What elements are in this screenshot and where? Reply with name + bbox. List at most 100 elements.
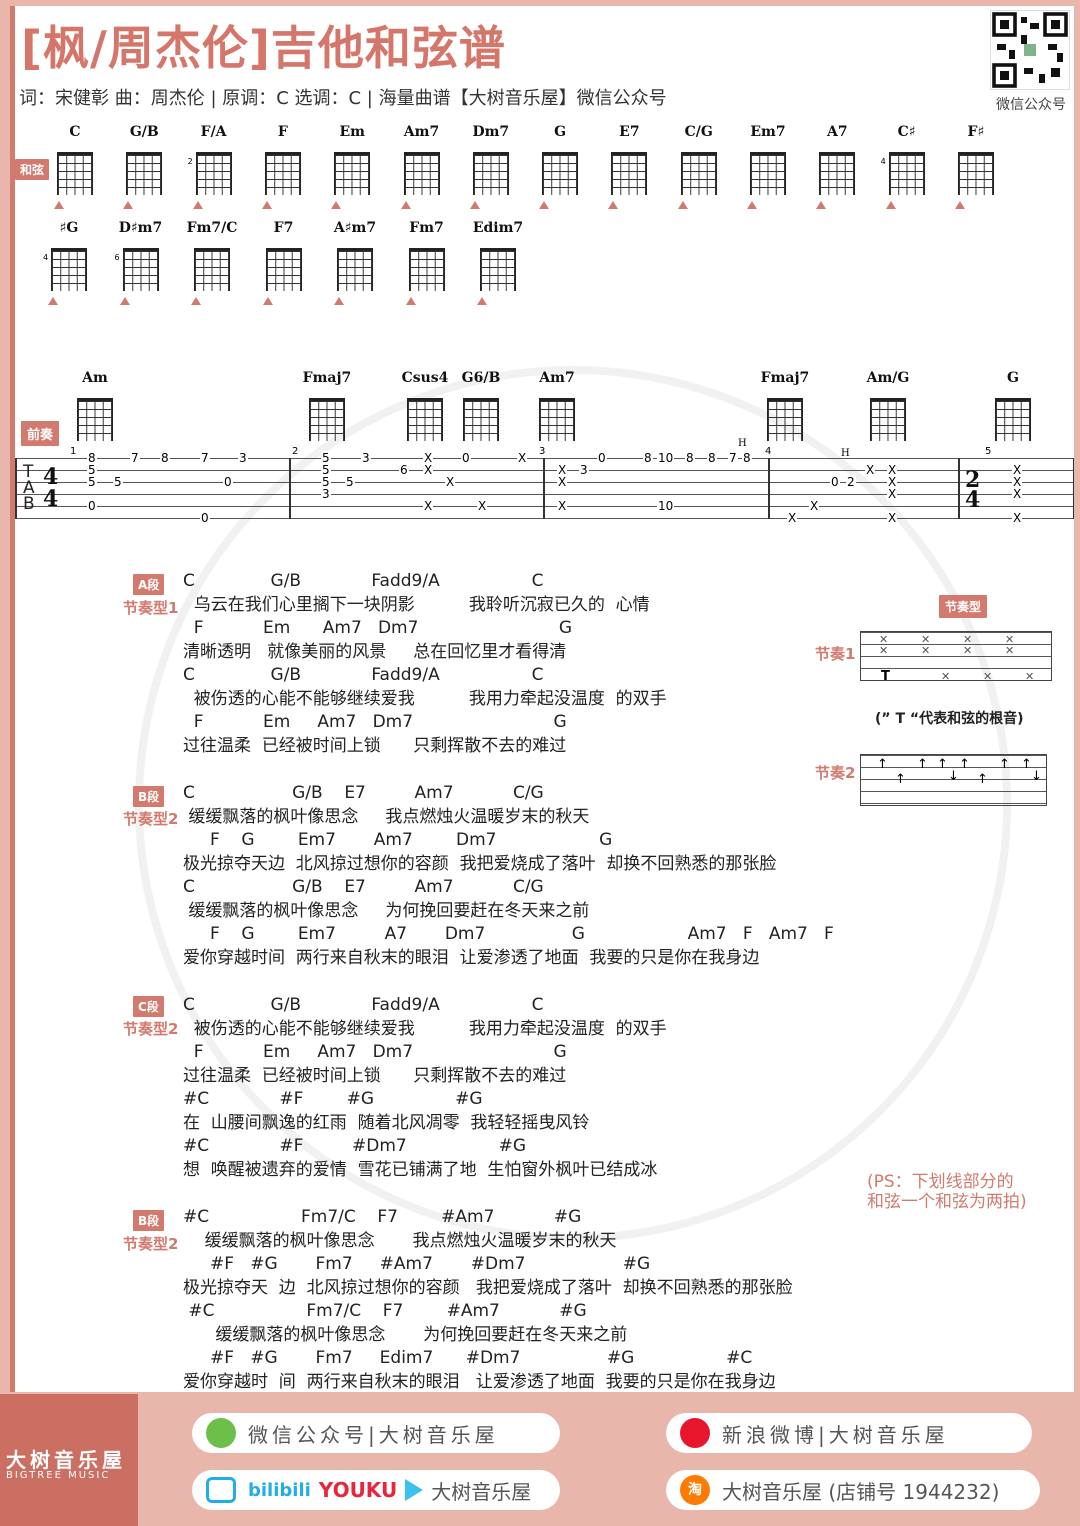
chord-diagram: Fm7/C — [182, 220, 242, 305]
taobao-pill[interactable]: 淘 大树音乐屋 (店铺号 1944232) — [666, 1470, 1040, 1510]
chord-name: Am7 — [403, 124, 440, 140]
root-marker-icon — [262, 297, 273, 305]
fretboard-grid — [539, 398, 575, 441]
tab-note: 5 — [87, 463, 97, 477]
tab-note: 5 — [113, 475, 123, 489]
lyric-line: 想 唤醒被遗弃的爱情 雪花已铺满了地 生怕窗外枫叶已结成冰 — [183, 1159, 658, 1180]
fretboard-grid — [954, 152, 994, 209]
chord-line: #F #G Fm7 #Am7 #Dm7 #G — [183, 1254, 651, 1274]
fretboard-grid: 4 — [43, 248, 87, 305]
wechat-pill[interactable]: 微信公众号|大树音乐屋 — [192, 1413, 560, 1453]
chord-name: Fmaj7 — [302, 370, 352, 386]
root-marker-icon — [747, 201, 757, 209]
fretboard-grid — [309, 398, 345, 441]
root-marker-icon — [677, 201, 688, 209]
tencent-video-icon — [405, 1479, 424, 1501]
fretboard-grid — [767, 398, 803, 441]
fretboard-grid — [331, 152, 371, 209]
root-marker-icon — [539, 201, 550, 209]
chord-name: G — [554, 124, 567, 140]
tab-note: 3 — [238, 451, 248, 465]
chord-name: F♯ — [967, 124, 985, 140]
chord-name: A♯m7 — [333, 220, 377, 236]
page-title: [枫/周杰伦]吉他和弦谱 — [21, 21, 506, 75]
fretboard-grid — [469, 152, 509, 209]
lyric-line: 缓缓飘落的枫叶像思念 为何挽回要赶在冬天来之前 — [183, 900, 590, 921]
section-b2-tag: B段 — [133, 1210, 165, 1231]
youku-label: YOUKU — [318, 1478, 398, 1502]
ps-note: (PS：下划线部分的 和弦一个和弦为两拍) — [867, 1172, 1027, 1212]
chord-name: Fm7/C — [186, 220, 238, 236]
chord-diagram: A♯m7 — [325, 220, 385, 305]
chord-line: F Em Am7 Dm7 G — [183, 618, 573, 638]
root-marker-icon — [123, 201, 134, 209]
chord-line: F Em Am7 Dm7 G — [183, 712, 567, 732]
tab-note: 0 — [461, 451, 471, 465]
lyric-line: 爱你穿越时 间 两行来自秋末的眼泪 让爱渗透了地面 我要的只是你在我身边 — [183, 1371, 776, 1392]
chord-line: C G/B Fadd9/A C — [183, 571, 544, 591]
root-marker-icon — [331, 201, 342, 209]
tab-note: X — [557, 463, 568, 477]
lyric-line: 缓缓飘落的枫叶像思念 我点燃烛火温暖岁末的秋天 — [183, 806, 590, 827]
tab-note: 5 — [321, 475, 331, 489]
chord-diagram: Em7 — [738, 124, 798, 209]
section-b1-rhythm: 节奏型2 — [123, 810, 179, 828]
tab-note: 7 — [200, 451, 210, 465]
tab-note: X — [887, 475, 898, 489]
rhythm-pattern-1-note: (” T “代表和弦的根音) — [875, 711, 1024, 727]
qr-code[interactable] — [990, 10, 1070, 90]
chord-name: Fmaj7 — [760, 370, 810, 386]
section-a-tag: A段 — [133, 574, 165, 595]
tab-note: 3 — [579, 463, 589, 477]
fretboard-grid — [262, 248, 302, 305]
tab-note: 2 — [846, 475, 856, 489]
tab-note: 8 — [685, 451, 695, 465]
section-b2-lyrics: #C Fm7/C F7 #Am7 #G 缓缓飘落的枫叶像思念 我点燃烛火温暖岁末… — [183, 1206, 793, 1392]
chord-line: #C #F #G #G — [183, 1089, 483, 1109]
chord-diagram: A7 — [807, 124, 867, 209]
rhythm-patterns-tag: 节奏型 — [939, 595, 988, 618]
fretboard-grid — [870, 398, 906, 441]
chord-line: #C Fm7/C F7 #Am7 #G — [183, 1207, 582, 1227]
root-marker-icon — [469, 201, 480, 209]
root-marker-icon — [261, 201, 272, 209]
rhythm-pattern-1-diagram: ✕✕ ✕✕ ✕✕ ✕✕ T ✕ ✕ ✕ — [860, 631, 1052, 684]
chord-name: G/B — [129, 124, 159, 140]
tab-note: 0 — [597, 451, 607, 465]
taobao-icon: 淘 — [680, 1475, 710, 1505]
chord-name: Edim7 — [472, 220, 524, 236]
hammer-on-mark: H — [738, 438, 747, 449]
lyric-line: 爱你穿越时间 两行来自秋末的眼泪 让爱渗透了地面 我要的只是你在我身边 — [183, 947, 760, 968]
chords-tag: 和弦 — [15, 159, 50, 180]
chord-line: #C Fm7/C F7 #Am7 #G — [183, 1301, 587, 1321]
rhythm-pattern-2-label: 节奏2 — [815, 764, 856, 782]
chord-name: F7 — [273, 220, 294, 236]
weibo-pill[interactable]: 新浪微博|大树音乐屋 — [666, 1413, 1032, 1453]
lyric-line: 过往温柔 已经被时间上锁 只剩挥散不去的难过 — [183, 1065, 567, 1086]
hammer-on-mark: H — [841, 448, 850, 459]
tab-note: X — [887, 511, 898, 525]
tab-note: 5 — [87, 475, 97, 489]
root-marker-icon — [608, 201, 619, 209]
chord-name: C/G — [684, 124, 713, 140]
qr-label: 微信公众号 — [996, 97, 1066, 113]
chord-line: F G Em7 Am7 Dm7 G — [183, 830, 613, 850]
tab-note: X — [423, 463, 434, 477]
lyric-line: 过往温柔 已经被时间上锁 只剩挥散不去的难过 — [183, 735, 567, 756]
qr-code-icon — [992, 12, 1068, 88]
fretboard-grid: 4 — [881, 152, 925, 209]
tab-note: 5 — [345, 475, 355, 489]
chord-name: Am/G — [866, 370, 910, 386]
chord-line: F Em Am7 Dm7 G — [183, 1042, 567, 1062]
chord-name: C♯ — [897, 124, 916, 140]
chord-diagram: G6/B — [451, 370, 511, 441]
chord-diagram: Am7 — [392, 124, 452, 209]
chord-line: C G/B E7 Am7 C/G — [183, 877, 544, 897]
chord-diagram: C/G — [669, 124, 729, 209]
root-marker-icon — [119, 297, 130, 305]
intro-tag: 前奏 — [21, 421, 60, 446]
video-platforms-pill[interactable]: bilibili YOUKU 大树音乐屋 — [192, 1470, 560, 1510]
lyric-line: 被伤透的心能不能够继续爱我 我用力牵起没温度 的双手 — [183, 688, 667, 709]
chord-diagram: G/B — [114, 124, 174, 209]
